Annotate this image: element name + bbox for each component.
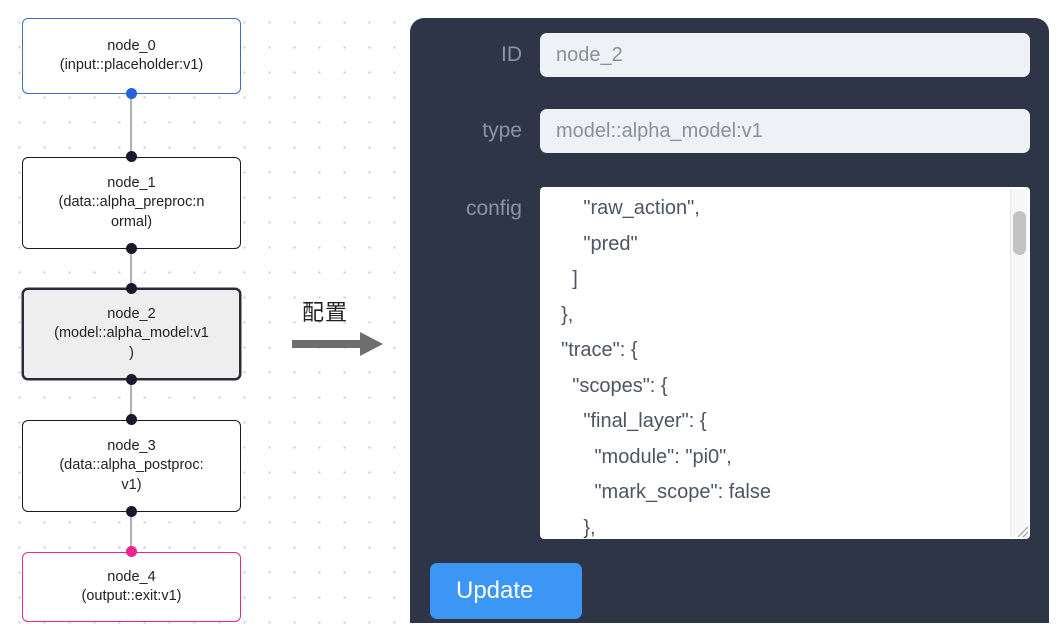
node-handle-node_2-target[interactable] xyxy=(125,283,137,294)
graph-node-label: node_0 (input::placeholder:v1) xyxy=(59,37,204,73)
resize-handle-icon[interactable] xyxy=(1013,522,1029,538)
node-handle-node_3-source[interactable] xyxy=(125,506,137,517)
graph-node-node_3[interactable]: node_3 (data::alpha_postproc: v1) xyxy=(22,420,241,512)
update-button[interactable]: Update xyxy=(430,563,582,619)
graph-node-label: node_1 (data::alpha_preproc:n ormal) xyxy=(58,175,205,230)
config-field-label: config xyxy=(465,197,522,220)
configure-arrow-group: 配置 xyxy=(292,295,392,365)
node-handle-node_2-source[interactable] xyxy=(125,374,137,385)
node-config-panel: ID type config "raw_action", "pred" ] },… xyxy=(410,18,1049,623)
node-handle-node_1-source[interactable] xyxy=(125,243,137,254)
id-input[interactable] xyxy=(540,33,1030,77)
node-handle-node_0-source[interactable] xyxy=(125,88,137,99)
graph-node-node_2[interactable]: node_2 (model::alpha_model:v1 ) xyxy=(22,288,241,380)
config-textarea-wrapper: "raw_action", "pred" ] }, "trace": { "sc… xyxy=(540,187,1030,539)
graph-node-label: node_2 (model::alpha_model:v1 ) xyxy=(54,306,209,361)
id-field-row: ID xyxy=(410,33,1049,77)
right-arrow-icon xyxy=(292,332,383,356)
type-field-label: type xyxy=(482,119,522,142)
config-textarea[interactable]: "raw_action", "pred" ] }, "trace": { "sc… xyxy=(540,187,1030,539)
graph-node-node_0[interactable]: node_0 (input::placeholder:v1) xyxy=(22,18,241,94)
type-input[interactable] xyxy=(540,109,1030,153)
node-handle-node_1-target[interactable] xyxy=(125,151,137,162)
edge-node2-node3 xyxy=(130,380,132,420)
edge-node0-node1 xyxy=(130,94,132,157)
arrow-caption: 配置 xyxy=(302,301,349,326)
graph-node-label: node_3 (data::alpha_postproc: v1) xyxy=(59,438,204,493)
id-field-label: ID xyxy=(501,43,522,66)
graph-node-node_1[interactable]: node_1 (data::alpha_preproc:n ormal) xyxy=(22,157,241,249)
edge-node1-node2 xyxy=(130,249,132,288)
edge-node3-node4 xyxy=(130,512,132,552)
node-handle-node_4-target[interactable] xyxy=(125,546,137,557)
config-textarea-scrollbar-thumb[interactable] xyxy=(1013,211,1026,255)
config-field-row: config "raw_action", "pred" ] }, "trace"… xyxy=(410,187,1049,539)
type-field-row: type xyxy=(410,109,1049,153)
node-handle-node_3-target[interactable] xyxy=(125,414,137,425)
flow-canvas[interactable]: node_0 (input::placeholder:v1) node_1 (d… xyxy=(0,0,410,643)
config-textarea-scrollbar[interactable] xyxy=(1010,189,1028,537)
graph-node-label: node_4 (output::exit:v1) xyxy=(81,568,182,604)
graph-node-node_4[interactable]: node_4 (output::exit:v1) xyxy=(22,552,241,622)
